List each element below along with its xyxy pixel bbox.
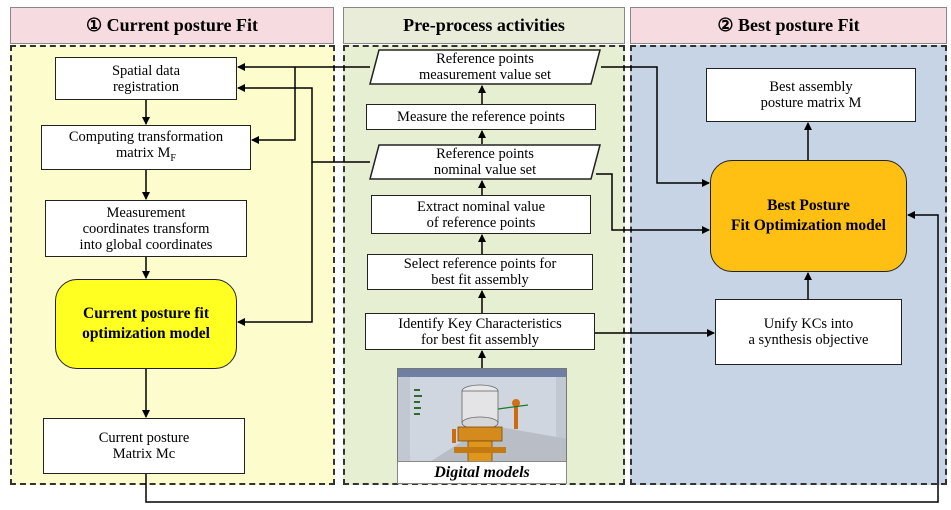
identify-kc-line-1: Identify Key Characteristics bbox=[398, 315, 562, 332]
computing-transformation-line-2: matrix MF bbox=[116, 145, 176, 167]
ref-measurement-set-line-1: Reference points bbox=[436, 51, 534, 67]
best-posture-matrix-box: Best assembly posture matrix M bbox=[706, 68, 916, 122]
extract-nominal-line-1: Extract nominal value bbox=[416, 198, 546, 215]
matrix-mf-subscript: F bbox=[170, 152, 176, 164]
current-posture-matrix-line-1: Current posture bbox=[98, 430, 190, 446]
current-posture-model-line-2: optimization model bbox=[82, 325, 210, 342]
unify-kcs-box: Unify KCs into a synthesis objective bbox=[715, 299, 902, 365]
measurement-transform-line-1: Measurement bbox=[106, 204, 186, 221]
ref-nominal-set-box: Reference points nominal value set bbox=[369, 144, 601, 180]
current-posture-model-line-1: Current posture fit bbox=[83, 305, 209, 322]
identify-kc-line-2: for best fit assembly bbox=[421, 331, 539, 348]
best-posture-header: ② Best posture Fit bbox=[630, 7, 947, 44]
ref-nominal-set-line-1: Reference points bbox=[436, 146, 534, 162]
best-posture-model-box: Best Posture Fit Optimization model bbox=[710, 160, 907, 272]
select-reference-box: Select reference points for best fit ass… bbox=[367, 254, 593, 290]
extract-nominal-line-2: of reference points bbox=[426, 214, 536, 231]
current-posture-header: ① Current posture Fit bbox=[10, 7, 334, 44]
spatial-registration-line-2: registration bbox=[112, 78, 180, 95]
unify-kcs-line-2: a synthesis objective bbox=[748, 332, 869, 348]
unify-kcs-line-1: Unify KCs into bbox=[763, 316, 854, 332]
measure-reference-label: Measure the reference points bbox=[397, 109, 565, 125]
ref-nominal-set-line-2: nominal value set bbox=[433, 162, 537, 178]
ref-measurement-set-line-2: measurement value set bbox=[418, 67, 552, 83]
measurement-transform-line-2: coordinates transform bbox=[82, 220, 210, 237]
spatial-registration-line-1: Spatial data bbox=[111, 62, 181, 79]
computing-transformation-box: Computing transformation matrix MF bbox=[41, 125, 251, 170]
pre-process-header: Pre-process activities bbox=[343, 7, 625, 44]
select-reference-line-2: best fit assembly bbox=[431, 272, 529, 288]
measure-reference-box: Measure the reference points bbox=[366, 104, 596, 130]
select-reference-line-1: Select reference points for bbox=[403, 256, 557, 272]
measurement-transform-line-3: into global coordinates bbox=[79, 236, 213, 253]
best-posture-matrix-line-1: Best assembly bbox=[769, 79, 853, 95]
best-posture-matrix-line-2: posture matrix M bbox=[760, 95, 862, 111]
digital-model-image bbox=[397, 368, 567, 462]
best-posture-model-line-1: Best Posture bbox=[767, 197, 850, 214]
identify-kc-box: Identify Key Characteristics for best fi… bbox=[365, 313, 595, 350]
spatial-registration-box: Spatial data registration bbox=[55, 57, 237, 100]
matrix-mf-label: matrix M bbox=[116, 144, 171, 161]
best-posture-model-line-2: Fit Optimization model bbox=[731, 217, 886, 234]
cad-assembly-icon bbox=[398, 369, 566, 461]
digital-models-caption: Digital models bbox=[397, 461, 567, 484]
current-posture-model-box: Current posture fit optimization model bbox=[55, 279, 237, 369]
ref-measurement-set-box: Reference points measurement value set bbox=[369, 49, 601, 85]
current-posture-matrix-line-2: Matrix Mc bbox=[112, 446, 176, 462]
computing-transformation-line-1: Computing transformation bbox=[68, 128, 224, 145]
measurement-transform-box: Measurement coordinates transform into g… bbox=[45, 200, 247, 257]
current-posture-matrix-box: Current posture Matrix Mc bbox=[43, 418, 245, 474]
extract-nominal-box: Extract nominal value of reference point… bbox=[371, 195, 591, 234]
